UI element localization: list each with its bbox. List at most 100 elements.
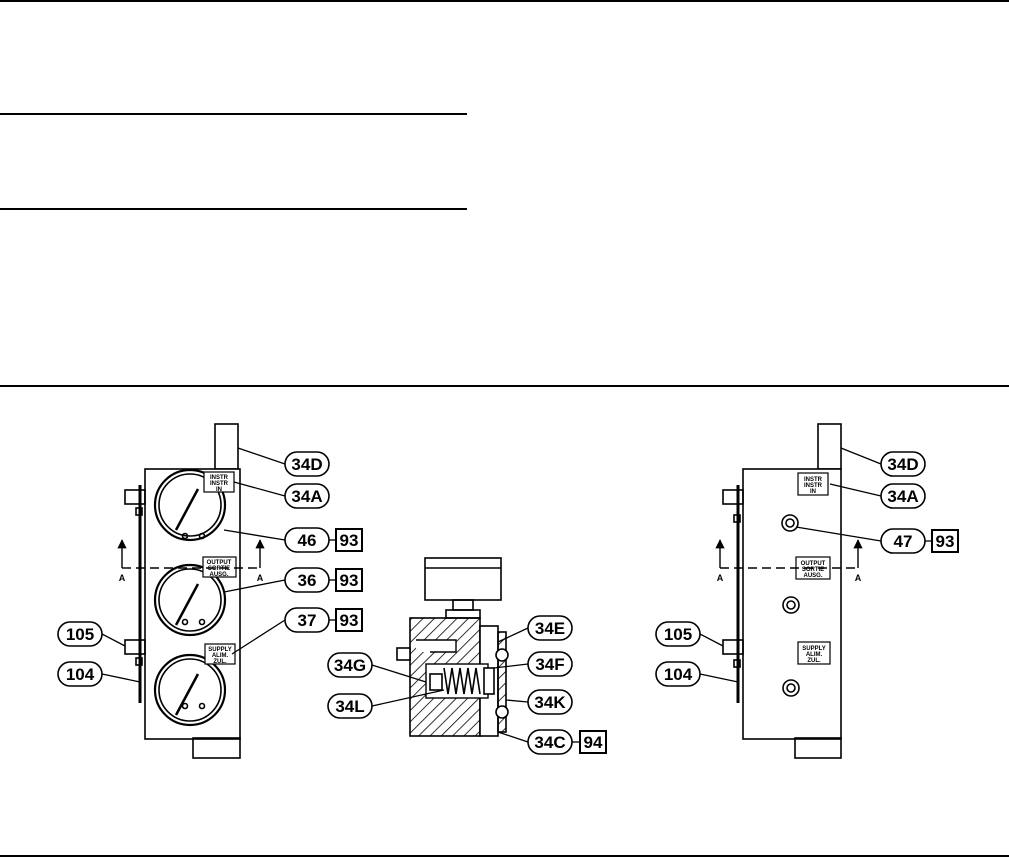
right-section-mark-2: A [855,573,862,583]
section-gauge-nut [445,609,481,619]
ref-93-b [335,568,363,592]
left-instr-line3: IN [216,487,222,493]
callout-34G [327,652,373,678]
right-instr-line3: IN [810,489,816,495]
right-small-stud-1 [733,514,741,523]
ref-label-93-b: 93 [340,571,359,590]
section-seal-lower [495,705,509,719]
section-cover [497,631,507,733]
left-top-tab [214,423,239,470]
label-104-left: 104 [66,665,95,684]
left-lower-fitting [124,639,146,655]
label-47: 47 [894,532,913,551]
label-104-right: 104 [664,665,693,684]
left-upper-fitting [124,489,146,505]
right-manifold-body [742,468,842,740]
right-small-stud-2 [733,659,741,668]
ref-93-a [335,528,363,552]
section-view [396,557,509,737]
center-leaders [371,627,580,743]
instr-port [781,514,799,532]
left-supply-line1: SUPPLY [208,647,231,653]
instr-gauge [153,468,227,542]
ref-93-c [335,608,363,632]
callout-46 [284,527,330,553]
supply-port [782,679,800,697]
label-34K: 34K [534,693,566,712]
label-34F: 34F [535,655,564,674]
right-lower-fitting [722,639,744,655]
right-supply-plate [797,641,831,665]
right-output-line1: OUTPUT [801,561,826,567]
callout-34C [527,729,573,755]
section-piston [483,667,495,695]
callout-34L [327,693,373,719]
right-instr-plate [797,472,829,496]
ref-label-93-right: 93 [936,532,955,551]
callout-34D-right [880,451,926,477]
right-supply-line3: ZUL. [807,658,821,664]
output-gauge [153,563,227,637]
right-output-line3: AUSG. [803,573,822,579]
left-leaders [101,447,336,683]
left-output-plate [202,556,237,578]
left-instr-line2: INSTR [210,481,229,487]
ref-94 [579,730,607,754]
supply-gauge [153,653,227,727]
callout-104-left [57,661,103,687]
left-bottom-block [192,737,241,759]
top-rule [0,0,1009,2]
section-spring [443,667,481,695]
label-34L: 34L [335,697,364,716]
label-36: 36 [298,571,317,590]
right-section-mark-1: A [717,573,724,583]
label-37: 37 [298,611,317,630]
callout-104-right [655,661,701,687]
right-bottom-block [794,737,842,759]
label-105-right: 105 [664,625,692,644]
label-34D-right: 34D [887,455,918,474]
right-instr-line1: INSTR [804,477,823,483]
label-34A-right: 34A [887,487,918,506]
right-instr-line2: INSTR [804,483,823,489]
label-34C: 34C [534,733,565,752]
callout-34F [527,651,573,677]
ref-label-94: 94 [584,733,603,752]
left-output-line2: SORTIE [208,566,230,572]
left-small-stud-1 [135,507,143,516]
label-34G: 34G [334,656,366,675]
right-supply-line2: ALIM. [806,652,823,658]
callout-36 [284,567,330,593]
label-34D-left: 34D [291,455,322,474]
callout-37 [284,607,330,633]
left-gauge-assembly [117,423,265,759]
right-top-tab [817,423,842,470]
section-plug [429,673,443,691]
lower-short-rule [0,208,467,210]
left-section-mark-1: A [119,573,126,583]
left-section-mark-2: A [257,573,264,583]
left-output-line1: OUTPUT [207,560,232,566]
section-gauge-stem [452,599,474,611]
upper-short-rule [0,113,467,115]
left-supply-line2: ALIM. [212,653,229,659]
callout-34E [527,615,573,641]
callout-105-right [655,621,701,647]
output-port [782,596,800,614]
left-output-line3: AUSG. [209,572,228,578]
label-34E: 34E [535,619,565,638]
label-46: 46 [298,531,317,550]
left-instr-line1: INSTR [210,475,229,481]
callout-34A-right [880,483,926,509]
section-gauge-case [424,557,502,601]
left-small-stud-2 [135,657,143,666]
right-upper-fitting [722,489,744,505]
section-seal-upper [495,648,509,662]
ref-label-93-c: 93 [340,611,359,630]
callout-34K [527,689,573,715]
callout-105-left [57,621,103,647]
right-leaders [699,447,932,683]
callout-34A-left [284,483,330,509]
left-supply-plate [204,643,236,665]
